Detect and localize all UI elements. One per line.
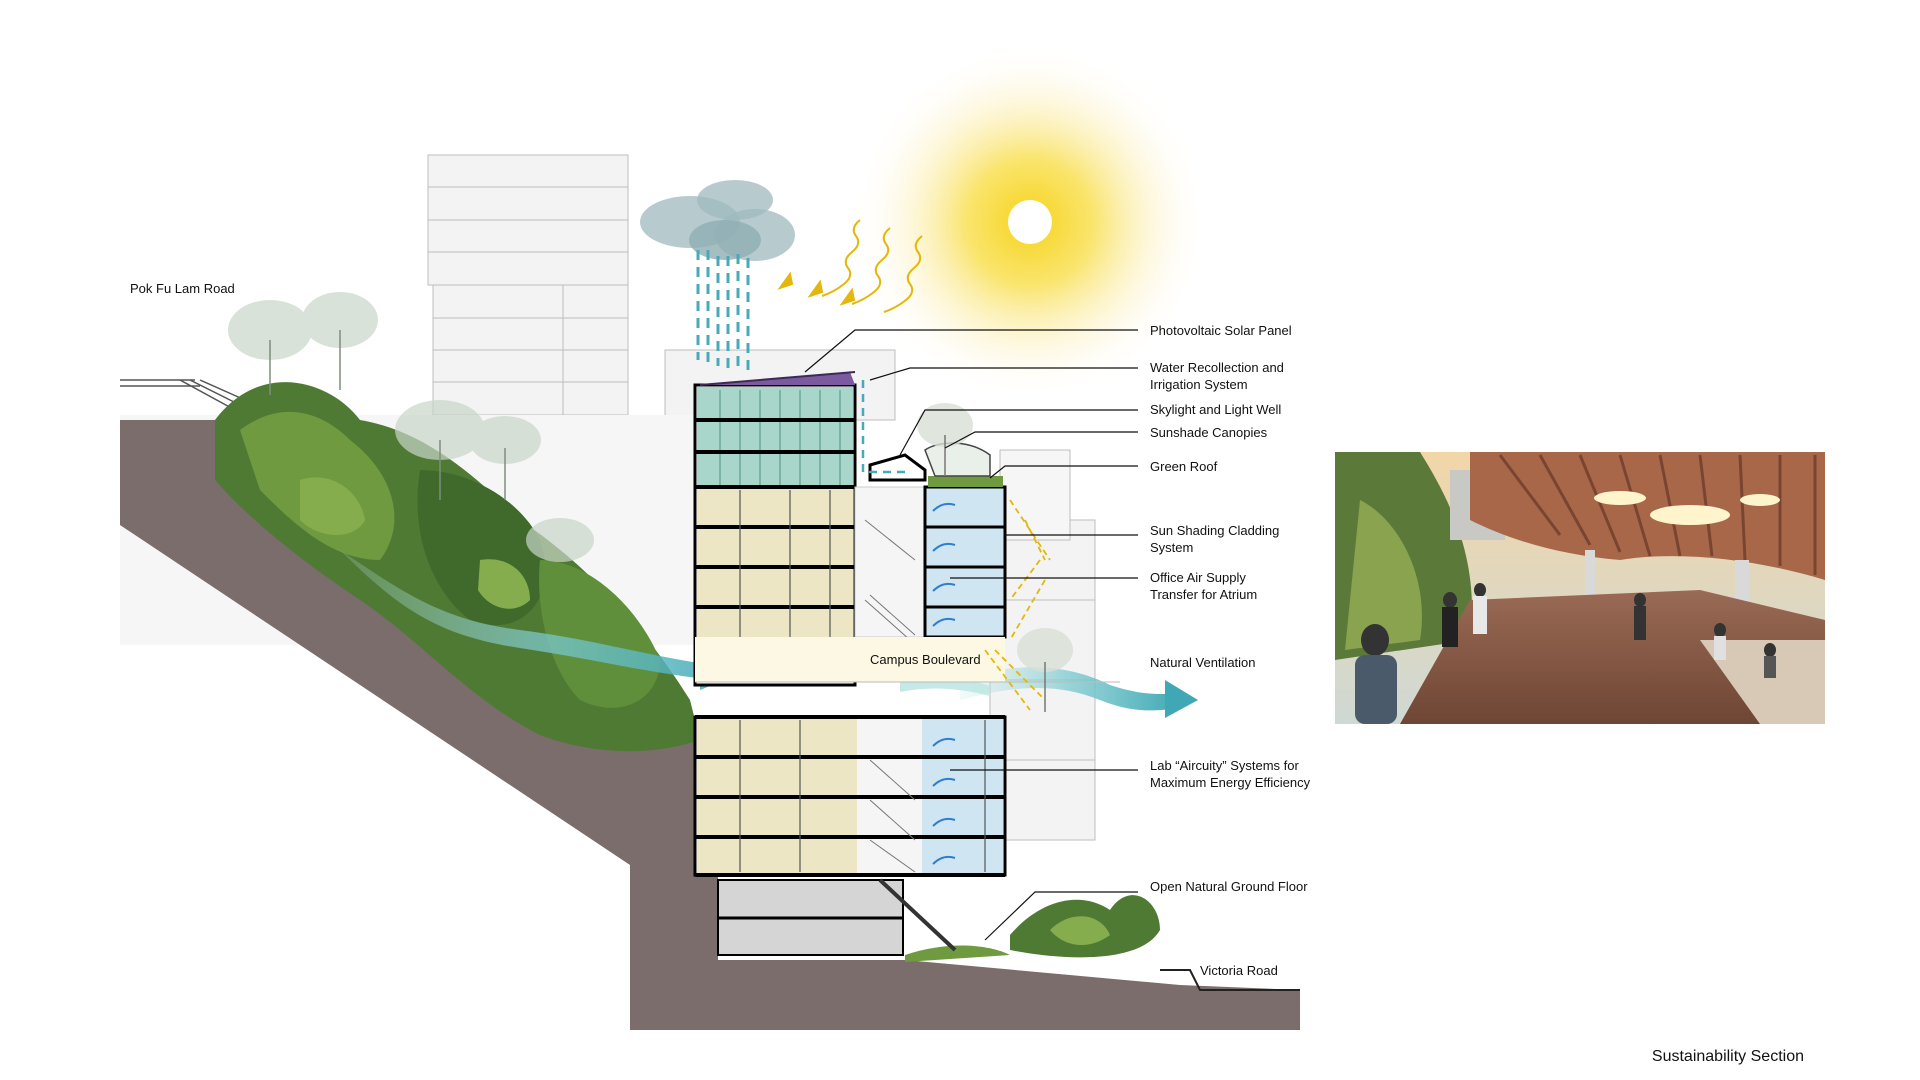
label-open-ground: Open Natural Ground Floor (1150, 879, 1308, 894)
atrium (854, 486, 926, 638)
pok-fu-lam-road-edge (120, 379, 246, 411)
label-sun-shading-line2: System (1150, 540, 1193, 555)
sun-disc (1008, 200, 1052, 244)
label-water-line1: Water Recollection and (1150, 360, 1284, 375)
sun (850, 42, 1210, 402)
ghost-block-upper-right (999, 449, 1071, 541)
water-recollection-line (861, 380, 905, 474)
figure-caption: Sustainability Section (1651, 1048, 1804, 1065)
rain-cloud (640, 180, 795, 261)
campus-boulevard-zone (695, 637, 1005, 682)
callout-leaders (804, 329, 1138, 941)
green-glass-floors (697, 387, 853, 487)
hillside-vegetation (215, 292, 700, 752)
label-green-roof: Green Roof (1150, 459, 1218, 474)
callout-labels: Pok Fu Lam Road Victoria Road Campus Bou… (130, 281, 1311, 978)
label-lab-line2: Maximum Energy Efficiency (1150, 775, 1311, 790)
skylight (868, 453, 927, 482)
roadside-vegetation (905, 895, 1160, 962)
sun-shading-rays (984, 499, 1051, 711)
office-floors (697, 487, 853, 637)
campus-boulevard-photo (1335, 452, 1825, 724)
label-sun-shading-line1: Sun Shading Cladding (1150, 523, 1279, 538)
office-air-arrows (932, 502, 956, 865)
label-water-line2: Irrigation System (1150, 377, 1248, 392)
sun-rays (777, 219, 923, 313)
label-lab-line1: Lab “Aircuity” Systems for (1150, 758, 1299, 773)
green-roof (928, 476, 1003, 487)
sunshade-canopy (924, 442, 991, 477)
label-office-air-line2: Transfer for Atrium (1150, 587, 1257, 602)
label-sunshade: Sunshade Canopies (1150, 425, 1268, 440)
label-natural-ventilation: Natural Ventilation (1150, 655, 1256, 670)
label-pok-fu-lam-road: Pok Fu Lam Road (130, 281, 235, 296)
small-trees (917, 403, 1073, 712)
escalator-to-street (878, 878, 957, 952)
label-campus-boulevard: Campus Boulevard (870, 652, 981, 667)
label-photovoltaic: Photovoltaic Solar Panel (1150, 323, 1292, 338)
victoria-road-edge (1160, 969, 1300, 991)
label-skylight: Skylight and Light Well (1150, 402, 1281, 417)
label-office-air-line1: Office Air Supply (1150, 570, 1246, 585)
rain-drops (696, 250, 750, 372)
label-victoria-road: Victoria Road (1200, 963, 1278, 978)
right-wing-frame (923, 485, 1007, 639)
